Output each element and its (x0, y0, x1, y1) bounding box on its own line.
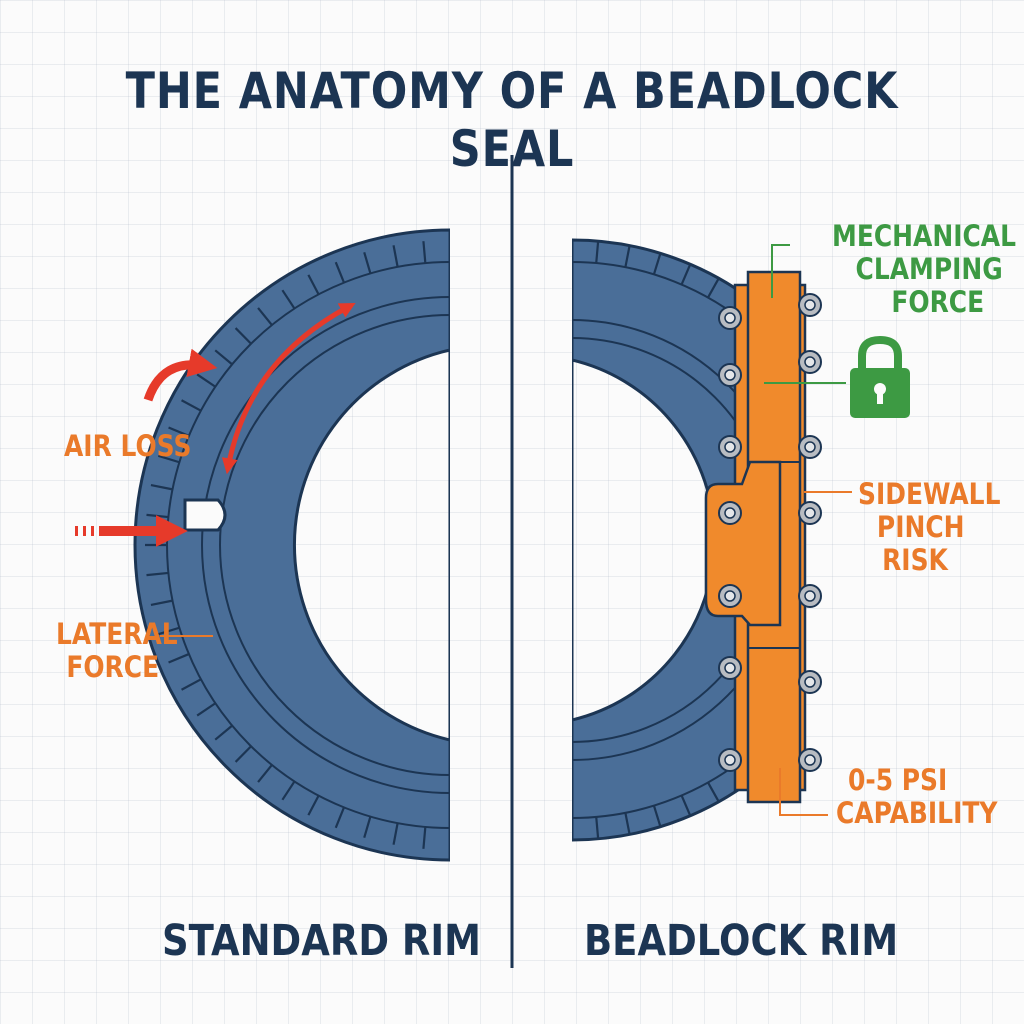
psi-leader (779, 768, 828, 816)
bolt-icon (718, 293, 822, 772)
bolt-head (804, 356, 816, 368)
air-loss-label: AIR LOSS (64, 429, 192, 463)
double-headed-arrow-icon (221, 303, 356, 475)
bolt-head (724, 590, 736, 602)
bolt-head (804, 507, 816, 519)
clamping-leader (764, 244, 846, 384)
bolt-head (724, 441, 736, 453)
bolt-head (804, 590, 816, 602)
bolt-head (724, 662, 736, 674)
bolt-head (724, 312, 736, 324)
lateral-force-label: LATERAL FORCE (56, 617, 178, 685)
bolt-head (804, 676, 816, 688)
bolt-head (804, 441, 816, 453)
bolt-head (804, 754, 816, 766)
standard-rim-caption: STANDARD RIM (162, 916, 481, 966)
sidewall-pinch-label: SIDEWALL PINCH RISK (858, 477, 1001, 578)
bolt-head (724, 754, 736, 766)
page-title: THE ANATOMY OF A BEADLOCK SEAL (125, 62, 899, 178)
beadlock-rim-caption: BEADLOCK RIM (584, 916, 899, 966)
bolt-head (724, 507, 736, 519)
padlock-icon (850, 335, 910, 418)
mechanical-clamping-label: MECHANICAL CLAMPING FORCE (832, 219, 1016, 320)
curved-arrow-icon (143, 348, 218, 402)
beadlock-clamp (704, 270, 807, 804)
psi-capability-label: 0-5 PSI CAPABILITY (836, 763, 998, 831)
bolt-head (724, 369, 736, 381)
bolt-head (804, 299, 816, 311)
